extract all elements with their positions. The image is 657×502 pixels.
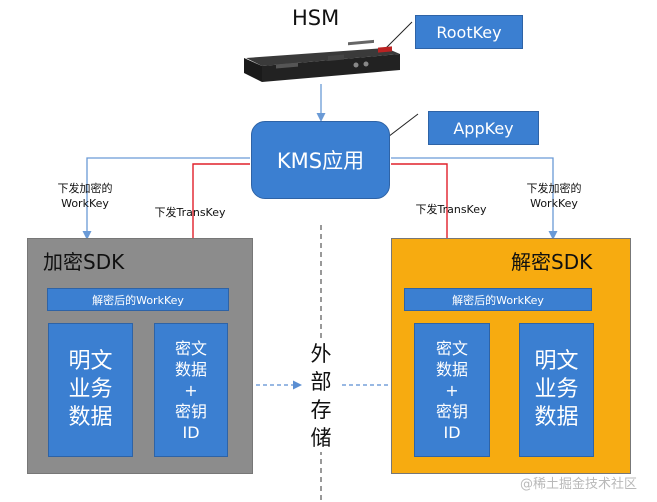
encrypt-cipher-line-3: + — [184, 380, 198, 400]
decrypt-cipher-line-3: + — [445, 380, 459, 400]
encrypt-plain-line-2: 业务 — [68, 377, 113, 402]
left-workkey-label-line2: WorkKey — [61, 197, 109, 210]
storage-char-3: 存 — [310, 398, 332, 422]
appkey-badge: AppKey — [428, 111, 539, 145]
watermark-text: @稀土掘金技术社区 — [520, 477, 638, 492]
encrypt-cipher-line-5: ID — [182, 422, 200, 442]
decrypt-cipher-line-2: 数据 — [435, 359, 468, 379]
decrypt-workkey-bar: 解密后的WorkKey — [404, 288, 592, 311]
right-workkey-label-line2: WorkKey — [530, 197, 578, 210]
storage-char-2: 部 — [310, 370, 332, 394]
encrypt-cipher-line-4: 密钥 — [174, 401, 207, 421]
kms-application-node: KMS应用 — [251, 121, 390, 199]
encrypt-cipher-line-2: 数据 — [174, 359, 207, 379]
encrypt-plain-line-1: 明文 — [68, 349, 113, 374]
hsm-device-image — [244, 39, 400, 82]
hsm-title: HSM — [292, 6, 340, 30]
encrypt-sdk-title: 加密SDK — [43, 250, 125, 274]
decrypt-plain-line-1: 明文 — [534, 349, 579, 374]
decrypt-plain-data-block: 明文 业务 数据 — [519, 323, 594, 457]
decrypt-plain-line-2: 业务 — [534, 377, 579, 402]
left-workkey-arrow — [82, 157, 250, 240]
left-workkey-label-line1: 下发加密的 — [57, 182, 113, 195]
decrypt-cipher-line-5: ID — [443, 422, 461, 442]
encrypt-plain-data-block: 明文 业务 数据 — [48, 323, 133, 457]
external-storage-label: 外 部 存 储 — [306, 340, 336, 452]
rootkey-badge: RootKey — [415, 15, 523, 49]
decrypt-cipher-line-1: 密文 — [435, 338, 468, 358]
right-transkey-label: 下发TransKey — [415, 203, 487, 216]
storage-char-4: 储 — [310, 426, 332, 450]
storage-char-1: 外 — [310, 342, 332, 366]
left-transkey-label: 下发TransKey — [154, 206, 226, 219]
encrypt-workkey-bar: 解密后的WorkKey — [47, 288, 229, 311]
encrypt-plain-line-3: 数据 — [68, 405, 113, 430]
encrypt-cipher-line-1: 密文 — [174, 338, 207, 358]
left-workkey-label: 下发加密的 WorkKey — [45, 181, 125, 211]
decrypt-sdk-title: 解密SDK — [511, 250, 593, 274]
decrypt-cipher-data-block: 密文 数据 + 密钥 ID — [414, 323, 490, 457]
encrypt-cipher-data-block: 密文 数据 + 密钥 ID — [154, 323, 228, 457]
decrypt-cipher-line-4: 密钥 — [435, 401, 468, 421]
right-workkey-label: 下发加密的 WorkKey — [514, 181, 594, 211]
decrypt-plain-line-3: 数据 — [534, 405, 579, 430]
right-workkey-arrow — [391, 157, 558, 240]
right-workkey-label-line1: 下发加密的 — [526, 182, 582, 195]
